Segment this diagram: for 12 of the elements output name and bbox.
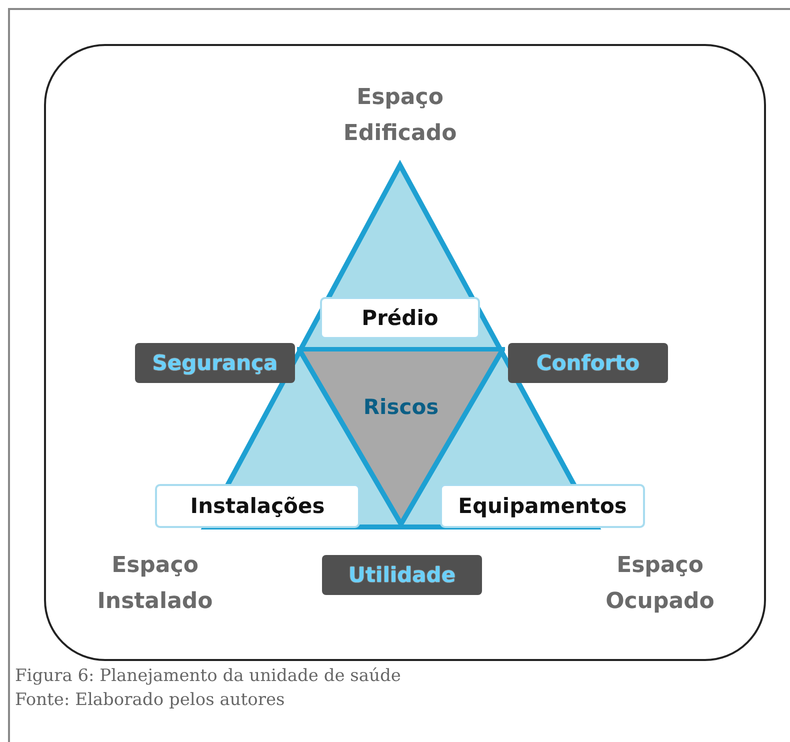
label-box: Conforto <box>508 343 668 383</box>
source-note: Fonte: Elaborado pelos autores <box>15 690 285 710</box>
label-box: Segurança <box>135 343 295 383</box>
label-box: Instalações <box>155 484 360 528</box>
corner-label: Espaço Ocupado <box>604 552 716 616</box>
corner-label: Espaço Instalado <box>96 552 214 616</box>
label-box: Utilidade <box>322 555 482 595</box>
figure-caption: Figura 6: Planejamento da unidade de saúde <box>15 666 401 686</box>
label-box: Equipamentos <box>440 484 645 528</box>
label-box: Prédio <box>320 297 480 339</box>
triangle-label: Riscos <box>362 395 440 419</box>
corner-label: Espaço Edificado <box>342 84 458 148</box>
